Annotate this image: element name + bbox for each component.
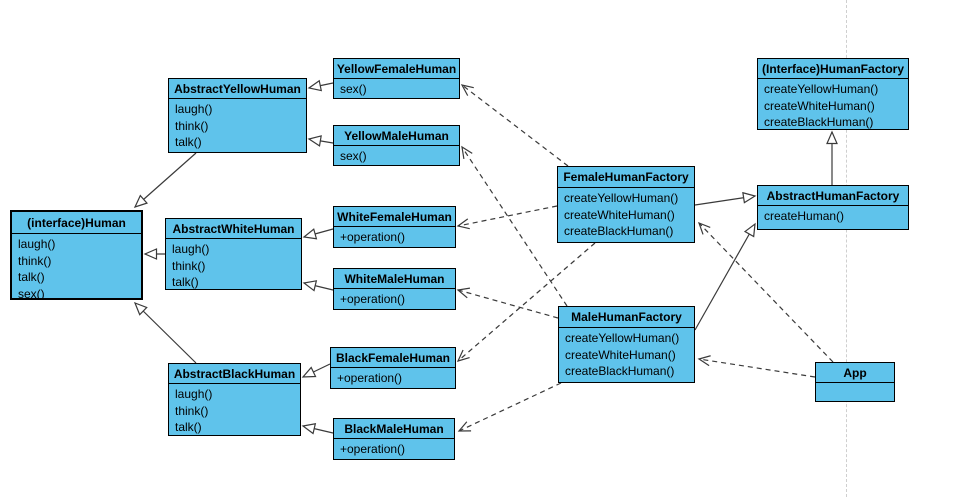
class-title-abstract-yellow-human: AbstractYellowHuman xyxy=(169,79,306,99)
edge-female-human-factory-to-black-female-human xyxy=(456,242,596,362)
class-box-black-female-human[interactable]: BlackFemaleHuman +operation() xyxy=(330,347,456,389)
class-members-abstract-white-human: laugh() think() talk() xyxy=(166,239,301,289)
edge-abstract-black-human-to-interface-human xyxy=(133,301,197,364)
class-title-app: App xyxy=(816,363,894,383)
class-members-interface-human-factory: createYellowHuman() createWhiteHuman() cre… xyxy=(758,79,908,129)
class-member: talk() xyxy=(175,135,202,149)
class-box-abstract-human-factory[interactable]: AbstractHumanFactory createHuman() xyxy=(757,185,909,230)
class-title-black-male-human: BlackMaleHuman xyxy=(334,419,454,439)
class-members-black-female-human: +operation() xyxy=(331,368,455,388)
class-box-app[interactable]: App xyxy=(815,362,895,402)
class-members-abstract-yellow-human: laugh() think() talk() xyxy=(169,99,306,152)
class-member: talk() xyxy=(18,270,45,284)
class-member: sex() xyxy=(340,149,367,163)
class-member: laugh() xyxy=(175,387,213,401)
class-member: createYellowHuman() xyxy=(565,331,680,345)
edge-male-human-factory-to-black-male-human xyxy=(457,382,562,432)
class-member: laugh() xyxy=(18,237,56,251)
class-member: createYellowHuman() xyxy=(564,191,679,205)
class-members-white-male-human: +operation() xyxy=(334,289,455,309)
class-member: createBlackHuman() xyxy=(564,224,674,238)
class-box-white-male-human[interactable]: WhiteMaleHuman +operation() xyxy=(333,268,456,310)
edge-female-human-factory-to-white-female-human xyxy=(456,205,558,230)
class-member: think() xyxy=(172,258,206,273)
class-member: +operation() xyxy=(340,442,406,456)
class-title-interface-human: (interface)Human xyxy=(12,212,141,234)
class-member: think() xyxy=(175,403,209,418)
class-title-yellow-male-human: YellowMaleHuman xyxy=(334,126,459,146)
edge-female-human-factory-to-yellow-female-human xyxy=(460,84,569,167)
edge-white-female-human-to-abstract-white-human xyxy=(302,228,334,240)
class-member: talk() xyxy=(172,275,199,289)
edge-male-human-factory-to-yellow-male-human xyxy=(461,145,568,307)
class-box-abstract-yellow-human[interactable]: AbstractYellowHuman laugh() think() talk() xyxy=(168,78,307,153)
class-title-abstract-human-factory: AbstractHumanFactory xyxy=(758,186,908,206)
class-member: talk() xyxy=(175,420,202,434)
class-title-male-human-factory: MaleHumanFactory xyxy=(559,307,694,328)
class-members-white-female-human: +operation() xyxy=(334,227,455,247)
edges-group xyxy=(133,79,838,435)
class-members-app xyxy=(816,383,894,401)
class-box-yellow-male-human[interactable]: YellowMaleHuman sex() xyxy=(333,125,460,166)
class-box-abstract-white-human[interactable]: AbstractWhiteHuman laugh() think() talk() xyxy=(165,218,302,290)
class-title-white-female-human: WhiteFemaleHuman xyxy=(334,207,455,227)
class-members-interface-human: laugh() think() talk() sex() xyxy=(12,234,141,298)
class-member: +operation() xyxy=(340,292,406,306)
class-box-black-male-human[interactable]: BlackMaleHuman +operation() xyxy=(333,418,455,460)
page-break-line xyxy=(846,0,847,497)
edge-app-to-male-human-factory xyxy=(697,355,816,378)
class-members-female-human-factory: createYellowHuman() createWhiteHuman() cre… xyxy=(558,188,694,242)
class-members-male-human-factory: createYellowHuman() createWhiteHuman() cre… xyxy=(559,328,694,382)
class-box-white-female-human[interactable]: WhiteFemaleHuman +operation() xyxy=(333,206,456,248)
class-title-female-human-factory: FemaleHumanFactory xyxy=(558,167,694,188)
class-box-interface-human[interactable]: (interface)Human laugh() think() talk() sex(… xyxy=(10,210,143,300)
class-box-yellow-female-human[interactable]: YellowFemaleHuman sex() xyxy=(333,58,460,99)
edge-yellow-male-human-to-abstract-yellow-human xyxy=(307,135,334,147)
class-title-yellow-female-human: YellowFemaleHuman xyxy=(334,59,459,79)
class-member: createWhiteHuman() xyxy=(564,207,675,222)
class-box-abstract-black-human[interactable]: AbstractBlackHuman laugh() think() talk() xyxy=(168,363,301,436)
class-member: +operation() xyxy=(337,371,403,385)
class-title-black-female-human: BlackFemaleHuman xyxy=(331,348,455,368)
class-title-white-male-human: WhiteMaleHuman xyxy=(334,269,455,289)
edge-black-female-human-to-abstract-black-human xyxy=(301,363,331,378)
class-member: laugh() xyxy=(172,242,210,256)
class-member: createBlackHuman() xyxy=(565,364,675,378)
class-title-abstract-black-human: AbstractBlackHuman xyxy=(169,364,300,384)
class-member: laugh() xyxy=(175,102,213,116)
class-members-abstract-human-factory: createHuman() xyxy=(758,206,908,229)
class-title-abstract-white-human: AbstractWhiteHuman xyxy=(166,219,301,239)
class-members-yellow-female-human: sex() xyxy=(334,79,459,98)
edge-black-male-human-to-abstract-black-human xyxy=(301,422,334,435)
edge-yellow-female-human-to-abstract-yellow-human xyxy=(307,79,334,92)
edge-app-to-female-human-factory xyxy=(697,221,834,363)
class-member: createBlackHuman() xyxy=(764,115,874,129)
class-member: createWhiteHuman() xyxy=(764,98,875,113)
class-member: think() xyxy=(175,118,209,133)
edge-female-human-factory-to-abstract-human-factory xyxy=(694,191,757,206)
class-member: +operation() xyxy=(340,230,406,244)
edge-white-male-human-to-abstract-white-human xyxy=(302,280,334,292)
class-members-black-male-human: +operation() xyxy=(334,439,454,459)
class-member: sex() xyxy=(18,286,45,299)
edge-abstract-yellow-human-to-interface-human xyxy=(133,152,197,208)
edge-male-human-factory-to-abstract-human-factory xyxy=(694,222,756,331)
class-title-interface-human-factory: (Interface)HumanFactory xyxy=(758,59,908,79)
class-member: createWhiteHuman() xyxy=(565,347,676,362)
class-member: sex() xyxy=(340,82,367,96)
class-members-abstract-black-human: laugh() think() talk() xyxy=(169,384,300,435)
class-members-yellow-male-human: sex() xyxy=(334,146,459,165)
edge-male-human-factory-to-white-male-human xyxy=(456,287,559,319)
class-member: createHuman() xyxy=(764,209,845,223)
class-member: createYellowHuman() xyxy=(764,82,879,96)
class-member: think() xyxy=(18,253,52,268)
